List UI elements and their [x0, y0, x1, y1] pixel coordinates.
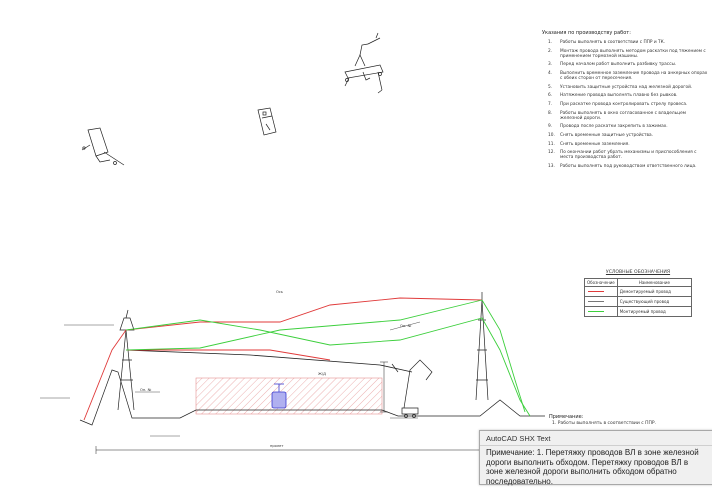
note-text: Установить защитные устройства над желез… — [560, 84, 693, 90]
note-text: При раскатке провода контролировать стре… — [560, 101, 688, 107]
note-number: 1. — [548, 40, 553, 45]
note-number: 6. — [548, 93, 553, 99]
equipment-sketch-top-right — [344, 32, 384, 94]
note-item: 5. Установить защитные устройства над жел… — [548, 85, 708, 90]
legend-swatch — [584, 306, 618, 317]
note-text: Работы выполнять в окно согласованное с … — [560, 110, 686, 121]
note-item: 13. Работы выполнять под руководством отв… — [548, 164, 708, 169]
note-text: Натяжение провода выполнять плавно без р… — [560, 93, 678, 99]
legend-table: Обозначение Наименование Демонтируемый п… — [584, 278, 693, 317]
legend-header-symbol: Обозначение — [584, 278, 618, 287]
note-number: 9. — [548, 124, 553, 130]
new-wire-right-drop — [481, 299, 526, 413]
rail-label: Ж/Д — [318, 372, 326, 376]
legend-swatch — [584, 286, 618, 297]
note-number: 7. — [548, 101, 553, 107]
note-number: 2. — [548, 48, 553, 54]
note-text: Монтаж провода выполнять методом раскатк… — [560, 48, 706, 59]
train-icon — [271, 383, 287, 409]
notes-list: 1. Работы выполнять в соответствии с ППР … — [548, 40, 708, 173]
note-number: 8. — [548, 110, 553, 116]
notes-title: Указания по производству работ: — [542, 30, 631, 36]
demounted-wire-upper — [83, 297, 483, 421]
footnote-text: 1. Работы выполнять в соответствии с ППР… — [552, 421, 657, 426]
crane-machine — [391, 359, 433, 418]
legend-text: Монтируемый провод — [616, 306, 693, 317]
right-tower-label: Оп. № — [400, 324, 412, 328]
shx-text-tooltip: AutoCAD SHX Text Примечание: 1. Перетяжк… — [479, 430, 712, 486]
note-text: Снять временные защитные устройства. — [560, 132, 654, 138]
note-number: 3. — [548, 62, 553, 68]
note-item: 11. Снять временные заземления. — [548, 142, 708, 147]
note-text: Провода после раскатки закрепить в зажим… — [560, 124, 668, 130]
note-number: 10. — [548, 132, 555, 138]
existing-wire — [125, 349, 413, 373]
left-tower-label: Оп. № — [140, 388, 152, 392]
legend-text: Существующий провод — [616, 296, 693, 307]
note-item: 12. По окончании работ убрать механизмы и… — [548, 150, 708, 160]
railway-danger-zone — [195, 377, 383, 415]
note-text: Работы выполнять в соответствии с ППР и … — [560, 40, 666, 45]
equipment-sketch-middle — [257, 107, 277, 136]
new-wire-upper — [125, 317, 531, 417]
note-item: 6. Натяжение провода выполнять плавно без… — [548, 93, 708, 98]
axis-label: Ось — [276, 290, 283, 294]
legend-text: Демонтируемый провод — [616, 286, 693, 297]
note-item: 2. Монтаж провода выполнять методом раска… — [548, 49, 708, 59]
legend-row: Существующий провод — [584, 296, 693, 307]
note-text: Перед началом работ выполнить разбивку т… — [560, 62, 677, 68]
leader-lines — [40, 321, 421, 437]
tooltip-body: Примечание: 1. Перетяжку проводов ВЛ в з… — [486, 448, 699, 486]
ground-profile — [79, 369, 545, 426]
legend-row: Монтируемый провод — [584, 306, 693, 317]
footnote-title: Примечание: — [549, 414, 584, 420]
tooltip-title: AutoCAD SHX Text — [480, 431, 712, 446]
note-text: Выполнить временное заземление провода н… — [560, 70, 708, 82]
note-text: Снять временные заземления. — [560, 141, 630, 147]
span-label: пролет — [270, 444, 284, 448]
note-number: 4. — [548, 70, 553, 76]
note-number: 11. — [548, 141, 555, 147]
equipment-sketch-left — [81, 127, 125, 166]
note-item: 10. Снять временные защитные устройства. — [548, 133, 708, 138]
left-tower — [117, 309, 135, 411]
note-number: 12. — [548, 150, 555, 156]
note-number: 5. — [548, 84, 553, 90]
legend-header-name: Наименование — [616, 278, 693, 287]
note-text: Работы выполнять под руководством ответс… — [560, 163, 697, 169]
note-item: 8. Работы выполнять в окно согласованное … — [548, 111, 708, 121]
legend-title: УСЛОВНЫЕ ОБОЗНАЧЕНИЯ — [605, 270, 671, 275]
note-number: 13. — [548, 163, 555, 169]
legend: УСЛОВНЫЕ ОБОЗНАЧЕНИЯ Обозначение Наимено… — [584, 270, 693, 332]
right-tower — [475, 292, 489, 401]
note-text: По окончании работ убрать механизмы и пр… — [560, 150, 697, 161]
note-item: 9. Провода после раскатки закрепить в заж… — [548, 124, 708, 129]
new-wire-lower — [125, 299, 483, 351]
note-item: 4. Выполнить временное заземление провода… — [548, 71, 708, 81]
note-item: 7. При раскатке провода контролировать ст… — [548, 102, 708, 107]
legend-swatch — [584, 296, 618, 307]
legend-row: Демонтируемый провод — [584, 286, 693, 297]
note-item: 3. Перед началом работ выполнить разбивку… — [548, 62, 708, 67]
note-item: 1. Работы выполнять в соответствии с ППР … — [548, 40, 708, 45]
demounted-wire-lower — [126, 349, 331, 361]
